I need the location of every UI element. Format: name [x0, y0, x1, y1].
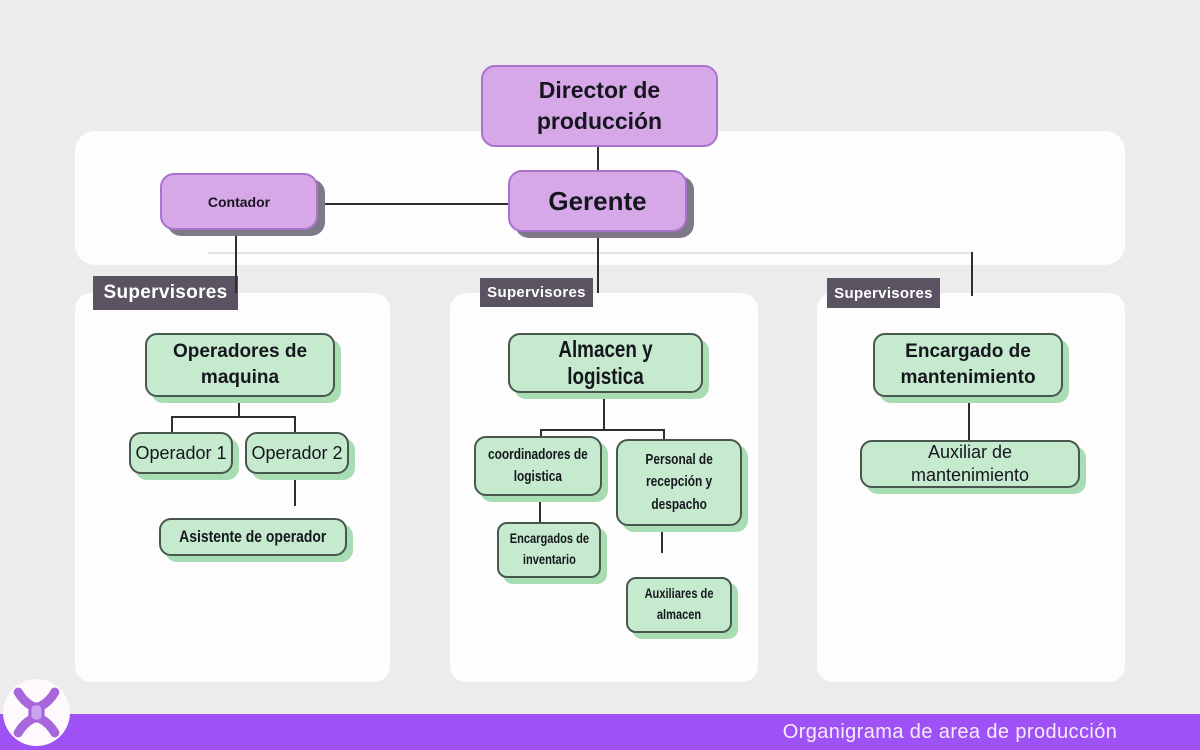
connector-operador1-drop [171, 416, 173, 433]
node-asistente-de-operador: Asistente de operador [159, 518, 347, 556]
node-label: Personal de recepción y despacho [645, 451, 713, 513]
node-label: Auxiliares de almacen [644, 586, 714, 622]
badge-supervisores-right: Supervisores [827, 278, 940, 308]
node-gerente: Gerente [508, 170, 687, 232]
connector-drop-middle [597, 232, 599, 293]
butterfly-logo-icon [3, 679, 70, 746]
footer-title: Organigrama de area de producción [782, 721, 1118, 743]
badge-label: Supervisores [834, 284, 933, 302]
badge-label: Supervisores [487, 284, 586, 301]
connector-personal-drop [663, 429, 665, 441]
connector-director-gerente [597, 147, 599, 171]
connector-opheader-stem [238, 397, 240, 417]
connector-drop-right [971, 252, 973, 296]
node-director: Director de producción [481, 65, 718, 147]
connector-drop-left [235, 236, 237, 293]
node-auxiliar-de-mantenimiento: Auxiliar de mantenimiento [860, 440, 1080, 488]
node-operadores-de-maquina: Operadores de maquina [145, 333, 335, 397]
node-label: Asistente de operador [179, 527, 327, 546]
node-personal-de-recepcion: Personal de recepción y despacho [616, 439, 742, 526]
node-operador-1: Operador 1 [129, 432, 233, 474]
node-operador-2: Operador 2 [245, 432, 349, 474]
connector-operador2-asistente [294, 475, 296, 506]
node-label: Almacen y logistica [558, 336, 653, 389]
connector-coordinadores-drop [540, 429, 542, 438]
badge-label: Supervisores [103, 282, 228, 303]
connector-personal-auxiliares [661, 526, 663, 553]
node-auxiliares-de-almacen: Auxiliares de almacen [626, 577, 732, 633]
badge-supervisores-left: Supervisores [93, 276, 238, 310]
connector-coordinadores-encargados [539, 496, 541, 522]
connector-opheader-bar [171, 416, 296, 418]
node-contador: Contador [160, 173, 318, 230]
connector-bus [208, 252, 973, 254]
connector-contador-gerente [318, 203, 508, 205]
connector-almacen-stem [603, 394, 605, 430]
connector-almacen-bar [540, 429, 665, 431]
node-label: coordinadores de logistica [488, 446, 588, 485]
badge-supervisores-middle: Supervisores [480, 278, 593, 307]
node-encargados-de-inventario: Encargados de inventario [497, 522, 601, 578]
node-label: Encargados de inventario [509, 531, 589, 567]
node-coordinadores-de-logistica: coordinadores de logistica [474, 436, 602, 496]
node-almacen-y-logistica: Almacen y logistica [508, 333, 703, 393]
footer-bar [0, 714, 1200, 750]
node-encargado-de-mantenimiento: Encargado de mantenimiento [873, 333, 1063, 397]
connector-encargado-auxiliar [968, 397, 970, 440]
connector-operador2-drop [294, 416, 296, 433]
